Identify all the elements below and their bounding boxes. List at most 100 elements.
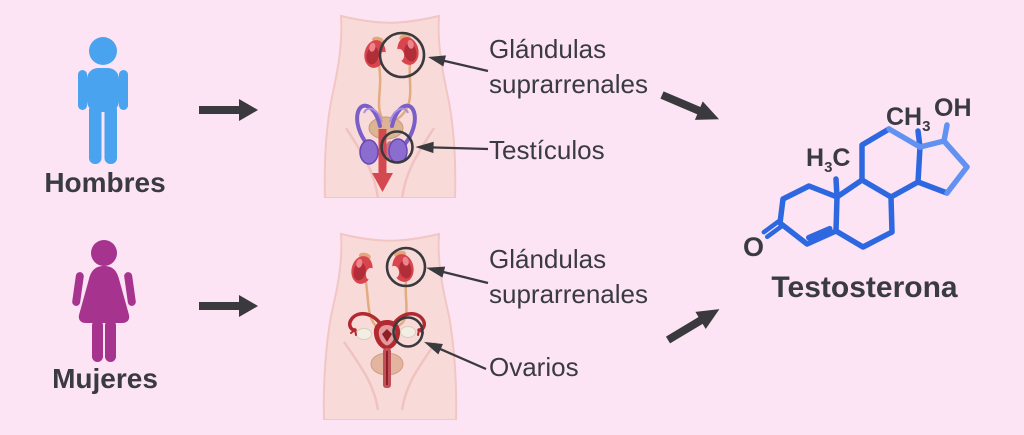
- molecule-title: Testosterona: [771, 271, 958, 304]
- uterine-cavity: [382, 329, 392, 342]
- ureter-right: [395, 61, 412, 122]
- arrow-men-to-molecule: [660, 91, 720, 120]
- arrow-head: [239, 295, 258, 317]
- ovary-right: [400, 326, 416, 338]
- bond-c12-c13: [886, 126, 923, 150]
- bond-c14-c15: [915, 179, 950, 196]
- kidney-highlight: [369, 42, 376, 52]
- pointer-adrenal-men: [428, 55, 489, 73]
- kidney-right: [390, 250, 414, 282]
- bond-methyl-c10: [833, 176, 840, 200]
- pointer-line: [441, 270, 489, 285]
- pointer-line: [430, 146, 489, 151]
- kidney-hilum: [365, 267, 375, 280]
- atom-subscript: 3: [922, 118, 931, 135]
- arrow-men-to-anatomy: [199, 99, 258, 121]
- pointer-ovaries: [423, 341, 487, 371]
- female-icon-arm-right: [124, 272, 136, 306]
- adrenal-highlight-circle-female: [385, 246, 427, 288]
- kidney-shade: [353, 262, 366, 281]
- male-icon-arm-right: [119, 70, 128, 110]
- kidney-shade: [404, 43, 417, 62]
- label-line: Glándulas: [489, 244, 607, 274]
- pointer-head: [428, 55, 446, 67]
- bikini-crease-right: [400, 341, 438, 411]
- kidney-highlight: [402, 256, 409, 266]
- female-icon-leg-right: [105, 320, 116, 362]
- kidney-highlight: [356, 258, 363, 268]
- female-icon-head: [91, 240, 117, 266]
- pointer-head: [415, 141, 434, 154]
- double-bond-c4-c5: [805, 225, 833, 241]
- arrow-head: [695, 309, 720, 330]
- steroid-ring-c-left: [859, 126, 892, 183]
- atom-text: C: [832, 144, 851, 172]
- kidney-shade: [399, 260, 412, 279]
- label-adrenal-glands-men: Glándulas suprarrenales: [489, 32, 648, 102]
- pointer-testicles: [415, 141, 489, 154]
- arrow-women-to-molecule: [665, 309, 720, 344]
- label-methyl-h3c: H3C: [806, 144, 850, 176]
- kidney-shade: [366, 46, 379, 65]
- male-person-icon: [78, 37, 128, 164]
- steroid-ring-d: [917, 138, 970, 196]
- testicle-left: [359, 139, 379, 165]
- female-icon-leg-left: [92, 320, 103, 362]
- kidney-highlight: [407, 39, 414, 49]
- bond-c17-oh: [941, 122, 950, 144]
- vas-inner-left: [363, 107, 383, 123]
- ovary-highlight-circle: [392, 316, 424, 348]
- label-line: Glándulas: [489, 34, 607, 64]
- female-icon-arm-left: [72, 272, 84, 306]
- label-ovaries: Ovarios: [489, 352, 579, 382]
- label-hydroxyl-oh: OH: [934, 94, 972, 122]
- pointer-adrenal-women: [426, 266, 489, 285]
- female-anatomy-illustration: [322, 232, 458, 420]
- label-adrenal-glands-women: Glándulas suprarrenales: [489, 242, 648, 312]
- kidney-left: [351, 252, 375, 284]
- kidney-right: [395, 33, 419, 65]
- ovary-left: [356, 328, 372, 340]
- male-icon-torso: [87, 68, 119, 112]
- label-line: suprarrenales: [489, 69, 648, 99]
- atom-text: H: [806, 144, 825, 172]
- vas-inner-right: [389, 107, 409, 123]
- fallopian-tube-left: [348, 312, 381, 332]
- male-icon-arm-left: [78, 70, 87, 110]
- pointer-line: [441, 59, 489, 73]
- pointer-head: [423, 341, 443, 355]
- arrow-head: [694, 101, 720, 120]
- arrow-head: [239, 99, 258, 121]
- arrow-shaft: [665, 315, 705, 344]
- vas-deferens-left: [355, 103, 382, 146]
- kidney-hilum: [395, 48, 405, 61]
- steroid-ring-b: [833, 177, 895, 250]
- female-person-icon: [72, 240, 136, 362]
- label-ketone-o: O: [743, 232, 765, 262]
- steroid-ring-c-right: [888, 144, 923, 200]
- ureter-left: [377, 64, 384, 119]
- male-icon-leg-right: [104, 104, 117, 164]
- male-anatomy-illustration: [323, 14, 457, 198]
- pointer-head: [426, 266, 446, 278]
- fimbriae-left: [350, 329, 357, 336]
- vas-deferens-right: [390, 103, 417, 146]
- male-icon-head: [89, 37, 117, 65]
- female-icon-dress: [78, 266, 130, 323]
- label-methyl-ch3: CH3: [886, 103, 930, 135]
- groin-crease-right: [400, 127, 436, 198]
- testosterone-structure: [761, 122, 970, 250]
- adrenal-highlight-circle-male: [378, 31, 426, 79]
- testes-highlight-circle: [380, 130, 414, 164]
- arrow-women-to-anatomy: [199, 295, 258, 317]
- male-icon-leg-left: [89, 104, 102, 164]
- pointer-line: [437, 347, 487, 371]
- penis-arrow-head: [372, 173, 393, 192]
- label-line: suprarrenales: [489, 279, 648, 309]
- label-testicles: Testículos: [489, 135, 605, 165]
- male-torso: [323, 14, 457, 198]
- atom-subscript: 3: [824, 159, 833, 176]
- atom-text: CH: [886, 103, 923, 131]
- arrow-shaft: [660, 91, 703, 116]
